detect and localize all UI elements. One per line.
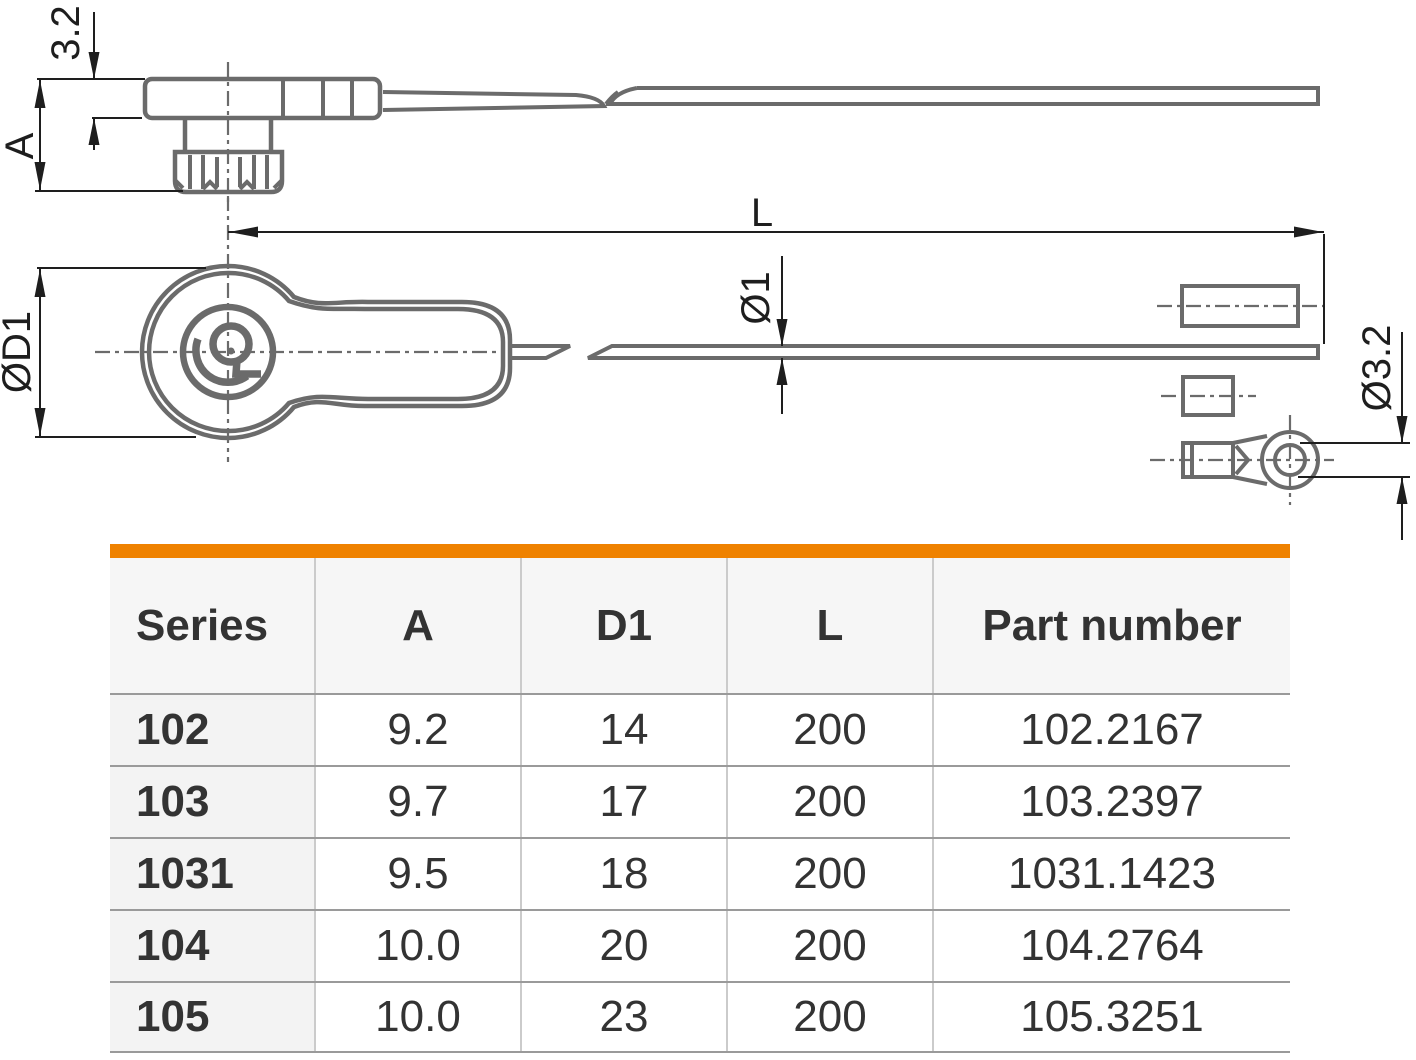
dim-label-height: A (0, 132, 42, 159)
dim-label-wire-diameter: Ø1 (734, 271, 778, 324)
wire-side-right (604, 86, 1320, 106)
arrowhead (34, 80, 46, 108)
table-header-row: Series A D1 L Part number (110, 558, 1290, 693)
front-view (95, 196, 1320, 462)
arrowhead (1396, 416, 1408, 443)
header-a: A (314, 558, 520, 693)
cell-part-number: 102.2167 (932, 695, 1290, 765)
strap-front-right (587, 344, 1320, 360)
spec-table: Series A D1 L Part number 102 9.2 14 200… (110, 544, 1290, 1053)
seal-stem (182, 120, 274, 152)
seal-body-side (142, 76, 383, 121)
eyelet-taper (1232, 434, 1268, 486)
seal-head-inner (146, 270, 506, 434)
side-view-dimensions: 3.2 A (0, 5, 183, 192)
table-row: 105 10.0 23 200 105.3251 (110, 981, 1290, 1053)
logo-tail (231, 359, 261, 378)
front-view-dimensions: ØD1 L Ø1 Ø3.2 (0, 191, 1410, 540)
arrowhead (34, 408, 46, 436)
cell-d1: 14 (520, 695, 726, 765)
cell-d1: 23 (520, 983, 726, 1051)
cell-l: 200 (726, 911, 932, 981)
arrowhead (1294, 226, 1323, 238)
ferrule-rect (1180, 284, 1300, 328)
cell-series: 105 (110, 983, 314, 1051)
wire-side-left (382, 90, 608, 112)
table-row: 102 9.2 14 200 102.2167 (110, 693, 1290, 765)
seal-body-segments (281, 81, 354, 116)
header-part-number: Part number (932, 558, 1290, 693)
logo-arc (192, 337, 250, 386)
table-row: 103 9.7 17 200 103.2397 (110, 765, 1290, 837)
cell-d1: 18 (520, 839, 726, 909)
arrowhead (88, 118, 100, 145)
side-view (142, 62, 1320, 205)
cell-part-number: 1031.1423 (932, 839, 1290, 909)
cell-part-number: 103.2397 (932, 767, 1290, 837)
cell-series: 102 (110, 695, 314, 765)
strap-front-left (510, 344, 571, 360)
extension-lines (35, 78, 183, 192)
cell-part-number: 105.3251 (932, 983, 1290, 1051)
arrowhead (776, 358, 788, 385)
accessories (1150, 284, 1334, 505)
cell-l: 200 (726, 983, 932, 1051)
cell-a: 9.5 (314, 839, 520, 909)
table-row: 104 10.0 20 200 104.2764 (110, 909, 1290, 981)
header-d1: D1 (520, 558, 726, 693)
cell-l: 200 (726, 695, 932, 765)
cell-part-number: 104.2764 (932, 911, 1290, 981)
arrowhead (776, 319, 788, 346)
cell-l: 200 (726, 839, 932, 909)
cell-d1: 20 (520, 911, 726, 981)
cell-a: 10.0 (314, 911, 520, 981)
dim-label-thickness: 3.2 (44, 5, 88, 61)
seal-head-ring (179, 303, 277, 401)
arrowhead (1396, 477, 1408, 504)
arrowhead (229, 226, 258, 238)
center-dot (227, 347, 235, 355)
cell-d1: 17 (520, 767, 726, 837)
seal-head-outer (139, 263, 513, 441)
arrowhead (88, 52, 100, 79)
arrowhead (34, 162, 46, 190)
header-l: L (726, 558, 932, 693)
logo-circle (209, 322, 253, 366)
cell-series: 1031 (110, 839, 314, 909)
knurled-knob (172, 149, 285, 195)
dim-label-length: L (751, 191, 773, 235)
cell-series: 104 (110, 911, 314, 981)
cell-series: 103 (110, 767, 314, 837)
seal-dimension-drawing: 3.2 A (0, 5, 1410, 540)
dim-label-head-diameter: ØD1 (0, 311, 39, 393)
cell-a: 10.0 (314, 983, 520, 1051)
extension-lines (1298, 442, 1410, 478)
cell-l: 200 (726, 767, 932, 837)
cell-a: 9.7 (314, 767, 520, 837)
table-row: 1031 9.5 18 200 1031.1423 (110, 837, 1290, 909)
accent-bar (110, 544, 1290, 558)
knurl-pattern (173, 155, 284, 191)
arrowhead (34, 269, 46, 297)
extension-lines (35, 267, 206, 438)
dim-label-eyelet-hole: Ø3.2 (1355, 325, 1399, 412)
cell-a: 9.2 (314, 695, 520, 765)
technical-drawing: 3.2 A (0, 5, 1410, 540)
header-series: Series (110, 558, 314, 693)
